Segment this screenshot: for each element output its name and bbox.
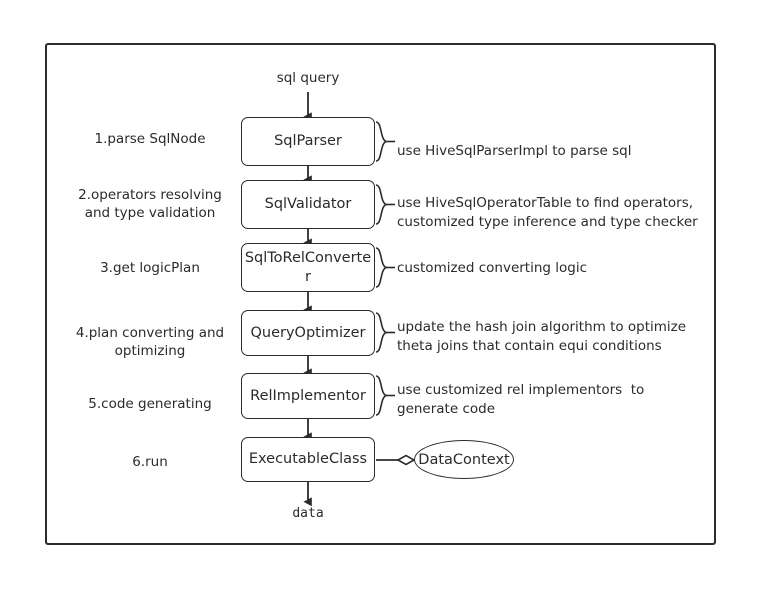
diagram-frame — [45, 43, 716, 545]
aggregation-diamond-icon — [396, 454, 416, 466]
step-label-5: 5.code generating — [88, 396, 212, 412]
node-sql-validator[interactable]: SqlValidator — [241, 180, 375, 229]
annotation-4: update the hash join algorithm to optimi… — [397, 319, 687, 354]
brace-2-icon — [375, 184, 395, 225]
step-label-1: 1.parse SqlNode — [94, 131, 206, 147]
node-query-optimizer[interactable]: QueryOptimizer — [241, 310, 375, 356]
node-sql-parser[interactable]: SqlParser — [241, 117, 375, 166]
brace-3-icon — [375, 247, 395, 288]
step-label-3: 3.get logicPlan — [100, 260, 200, 276]
node-rel-implementor[interactable]: RelImplementor — [241, 373, 375, 419]
brace-1-icon — [375, 121, 395, 162]
brace-4-icon — [375, 312, 395, 353]
node-data-context[interactable]: DataContext — [414, 440, 514, 479]
flow-output-label: data — [292, 506, 324, 521]
step-label-6: 6.run — [132, 454, 168, 470]
annotation-2: use HiveSqlOperatorTable to find operato… — [397, 195, 698, 230]
node-executable-class[interactable]: ExecutableClass — [241, 437, 375, 482]
brace-5-icon — [375, 375, 395, 416]
annotation-3: customized converting logic — [397, 260, 588, 276]
annotation-1: use HiveSqlParserImpl to parse sql — [397, 143, 632, 159]
flow-input-label: sql query — [276, 70, 340, 86]
